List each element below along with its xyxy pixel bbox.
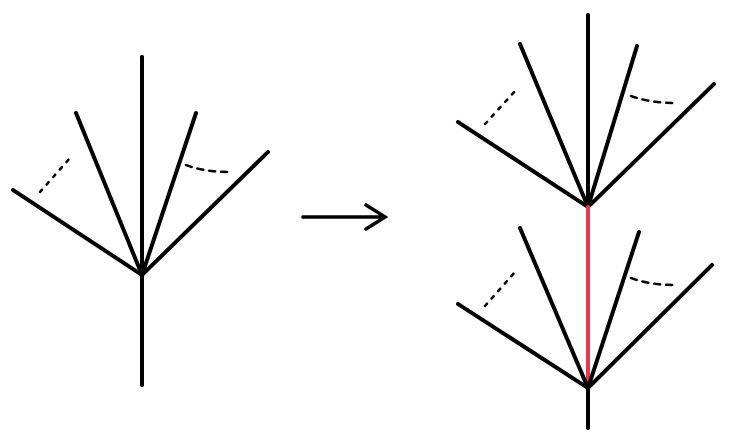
lower-dotted-gap-indicator — [483, 270, 517, 308]
upper-edge-far-right — [586, 82, 716, 209]
left-edge-far-right — [140, 150, 270, 277]
upper-edge-mid-right — [586, 44, 639, 209]
lower-dashed-gap-indicator — [629, 276, 676, 287]
upper-vertex-group — [456, 13, 716, 209]
left-edge-far-left — [11, 188, 144, 277]
upper-dotted-gap-indicator — [483, 88, 518, 126]
left-edge-mid-right — [140, 111, 198, 277]
left-edge-mid-left — [74, 111, 144, 277]
lower-edge-far-right — [586, 263, 714, 390]
left-dotted-gap-indicator — [38, 156, 72, 194]
transformation-arrow — [301, 203, 389, 231]
upper-edge-mid-left — [518, 42, 590, 209]
lower-edge-mid-right — [586, 230, 641, 390]
lower-edge-mid-left — [518, 226, 590, 390]
right-split-figure — [456, 13, 716, 430]
upper-edge-far-left — [456, 120, 590, 209]
lower-edge-far-left — [456, 302, 590, 390]
upper-dashed-gap-indicator — [629, 94, 678, 105]
left-vertex-figure — [11, 55, 270, 387]
lower-vertex-group — [456, 226, 714, 430]
arrow-head — [364, 203, 389, 231]
left-dashed-gap-indicator — [184, 163, 232, 174]
